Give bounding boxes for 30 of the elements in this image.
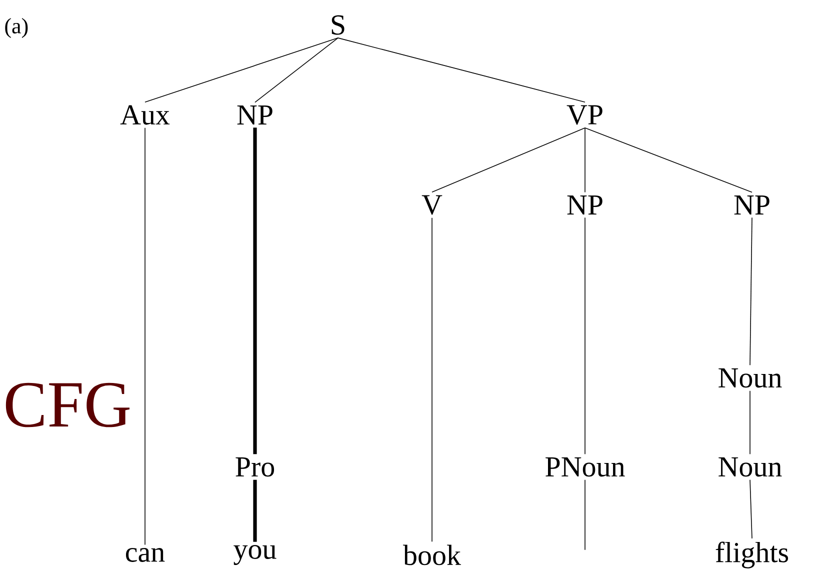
- tree-branch: [338, 38, 586, 102]
- category-label: NP: [567, 196, 602, 214]
- tree-branch: [584, 479, 586, 550]
- tree-branch: [584, 128, 752, 193]
- category-label: PNoun: [546, 457, 625, 477]
- category-label: VP: [566, 105, 602, 125]
- category-label: NP: [237, 106, 272, 124]
- category-label: S: [332, 15, 344, 35]
- tree-branch: [253, 128, 257, 454]
- word-label: book: [403, 544, 461, 566]
- category-label: Noun: [718, 368, 782, 388]
- category-label: V: [422, 195, 442, 215]
- tree-branch: [584, 128, 586, 193]
- category-label: Pro: [236, 457, 274, 477]
- tree-branch: [584, 217, 586, 455]
- category-label: NP: [734, 196, 770, 214]
- word-label: you: [234, 545, 276, 565]
- tree-branch: [750, 217, 752, 366]
- tree-branch: [254, 38, 338, 103]
- tree-branch: [144, 128, 146, 546]
- tree-branch: [432, 128, 586, 192]
- word-label: flights: [716, 542, 788, 568]
- category-label: Aux: [120, 105, 170, 125]
- word-label: can: [126, 548, 165, 562]
- tree-branch: [253, 480, 257, 542]
- tree-branch: [750, 479, 752, 539]
- tree-branch: [144, 38, 338, 102]
- title-text: CFG: [6, 382, 130, 428]
- panel-label: (a): [5, 18, 28, 38]
- category-label: Noun: [718, 457, 782, 477]
